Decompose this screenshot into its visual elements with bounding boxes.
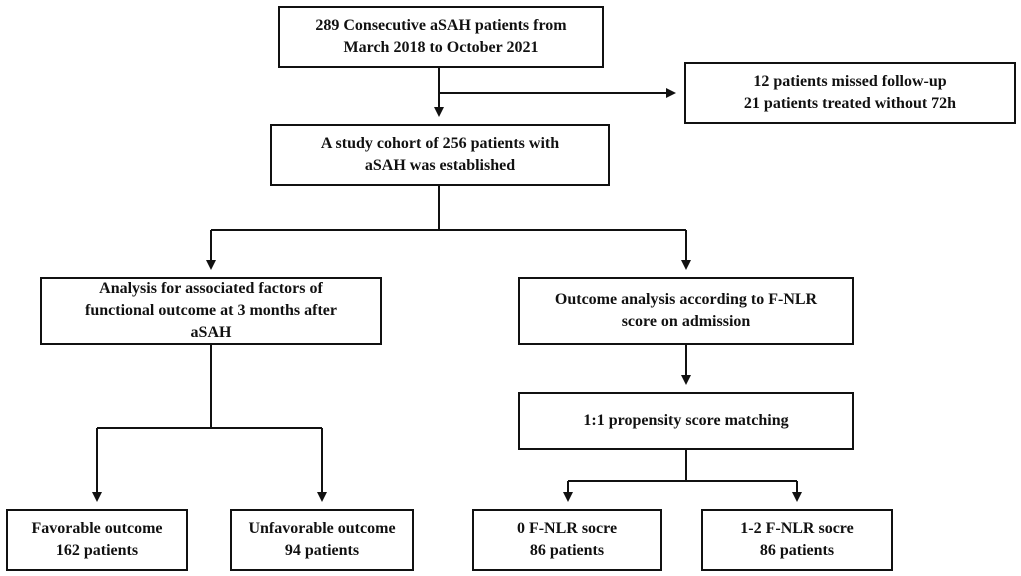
excluded-line-2: 21 patients treated without 72h: [743, 95, 957, 112]
initial-line-1: 289 Consecutive aSAH patients from: [315, 17, 567, 34]
favorable-line-1: Favorable outcome: [31, 520, 163, 537]
favorable-outcome-box: Favorable outcome 162 patients: [6, 509, 188, 571]
fnlr-0-line-1: 0 F-NLR socre: [516, 520, 618, 537]
analysis-left-line-3: aSAH: [190, 324, 232, 341]
analysis-left-line-1: Analysis for associated factors of: [99, 280, 323, 297]
cohort-line-1: A study cohort of 256 patients with: [320, 135, 560, 152]
initial-patients-box: 289 Consecutive aSAH patients from March…: [278, 6, 604, 68]
matching-line-1: 1:1 propensity score matching: [583, 412, 789, 429]
fnlr-0-line-2: 86 patients: [529, 542, 605, 559]
analysis-left-line-2: functional outcome at 3 months after: [85, 302, 337, 319]
analysis-right-line-1: Outcome analysis according to F-NLR: [554, 291, 818, 308]
cohort-line-2: aSAH was established: [364, 157, 516, 174]
fnlr-1-2-score-box: 1-2 F-NLR socre 86 patients: [701, 509, 893, 571]
fnlr-0-score-box: 0 F-NLR socre 86 patients: [472, 509, 662, 571]
fnlr-12-line-2: 86 patients: [759, 542, 835, 559]
excluded-patients-box: 12 patients missed follow-up 21 patients…: [684, 62, 1016, 124]
unfavorable-line-2: 94 patients: [284, 542, 360, 559]
fnlr-outcome-analysis-box: Outcome analysis according to F-NLR scor…: [518, 277, 854, 345]
initial-line-2: March 2018 to October 2021: [343, 39, 539, 56]
propensity-matching-box: 1:1 propensity score matching: [518, 392, 854, 450]
unfavorable-line-1: Unfavorable outcome: [248, 520, 396, 537]
favorable-line-2: 162 patients: [55, 542, 139, 559]
associated-factors-analysis-box: Analysis for associated factors of funct…: [40, 277, 382, 345]
analysis-right-line-2: score on admission: [621, 313, 751, 330]
unfavorable-outcome-box: Unfavorable outcome 94 patients: [230, 509, 414, 571]
study-cohort-box: A study cohort of 256 patients with aSAH…: [270, 124, 610, 186]
excluded-line-1: 12 patients missed follow-up: [753, 73, 947, 90]
fnlr-12-line-1: 1-2 F-NLR socre: [740, 520, 854, 537]
